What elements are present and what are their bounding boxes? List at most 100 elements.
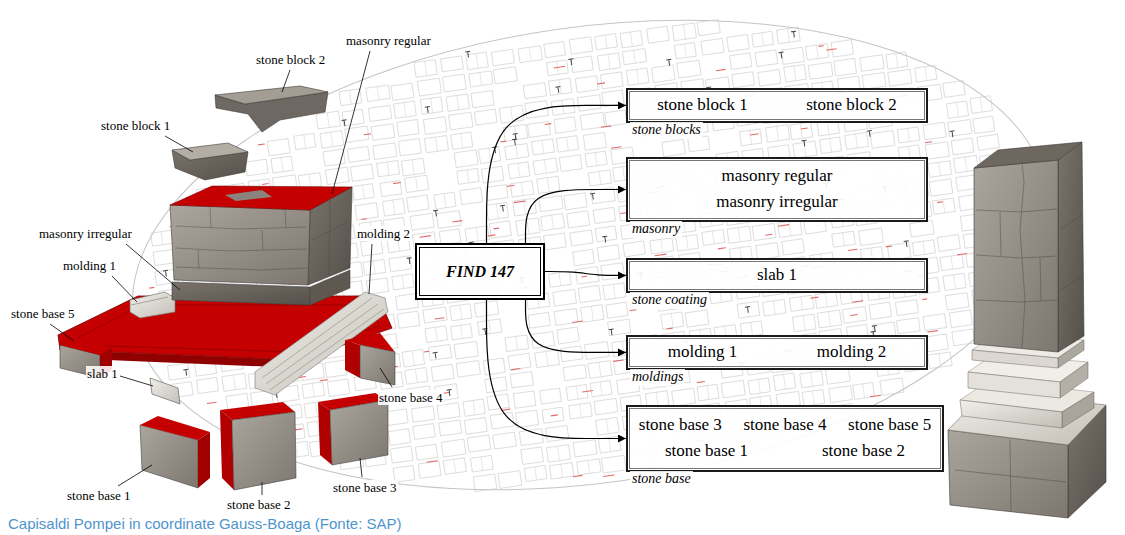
masonry-texture (312, 222, 348, 240)
map-block (425, 326, 448, 343)
map-block-division (637, 69, 639, 84)
map-block (521, 447, 544, 465)
map-block (350, 164, 373, 181)
map-block-division (956, 102, 958, 117)
map-block (454, 150, 478, 168)
survey-mark (262, 183, 268, 185)
arrow-connector (487, 300, 627, 439)
map-block (540, 388, 562, 404)
map-block (662, 139, 686, 156)
assembled-monument (955, 162, 1083, 512)
survey-mark (603, 475, 614, 477)
map-block (325, 167, 349, 184)
assembled-monument (976, 255, 1057, 258)
map-block (932, 198, 955, 214)
map-block-division (327, 113, 329, 128)
map-block (702, 229, 725, 245)
map-block-division (281, 158, 283, 172)
map-block (546, 425, 569, 441)
assembled-monument (1000, 212, 1001, 256)
map-block-division (312, 383, 314, 397)
map-block (342, 109, 364, 126)
map-block (498, 471, 522, 489)
map-block (832, 231, 856, 247)
map-block-division (523, 200, 525, 215)
map-block (508, 353, 531, 370)
survey-mark (655, 254, 667, 256)
map-block (793, 141, 817, 158)
leader-line (262, 482, 263, 495)
map-block (820, 137, 842, 153)
stone-base-4-side (345, 340, 360, 378)
map-block-division (516, 145, 518, 158)
map-block-division (454, 459, 456, 473)
map-block (339, 89, 362, 106)
map-block (952, 329, 975, 346)
masonry-front (170, 205, 310, 285)
masonry-texture (262, 230, 263, 250)
element-name: molding 1 (668, 341, 737, 364)
map-block (390, 446, 413, 463)
find-box: FIND 147 (415, 243, 545, 300)
map-block-division (801, 297, 803, 310)
leader-line (112, 276, 137, 302)
map-block (402, 349, 425, 367)
map-block-division (923, 241, 925, 254)
map-block (499, 105, 524, 123)
map-block (766, 125, 790, 142)
survey-mark (511, 369, 520, 370)
map-block (566, 385, 588, 401)
map-block (859, 228, 884, 246)
benchmark-symbol (568, 59, 574, 66)
map-block (805, 44, 829, 60)
map-block (834, 58, 857, 76)
stone-base-2-front (232, 412, 296, 490)
map-block (411, 406, 434, 422)
map-block (790, 122, 813, 140)
map-block (542, 407, 564, 423)
map-block (222, 373, 247, 391)
map-block (394, 101, 417, 118)
map-block (697, 384, 719, 401)
map-block-division (425, 61, 427, 76)
map-block (623, 241, 645, 257)
map-block (557, 327, 579, 344)
map-block (466, 52, 488, 70)
map-block (373, 143, 397, 160)
map-block (595, 34, 618, 50)
benchmark-symbol (183, 369, 189, 376)
map-block-division (457, 96, 459, 110)
stone-base-1-side (198, 432, 210, 488)
map-block (457, 168, 479, 184)
map-block (923, 314, 946, 331)
map-block-division (623, 167, 625, 180)
map-block (862, 73, 886, 90)
map-block (446, 94, 469, 111)
assembled-monument (974, 160, 1058, 352)
assembled-monument (1060, 276, 1083, 290)
map-block (781, 47, 804, 64)
map-block-division (558, 446, 560, 460)
survey-mark (778, 225, 789, 227)
part-label: stone base 5 (10, 306, 76, 321)
map-block (595, 226, 617, 242)
map-block (415, 444, 437, 460)
map-block-division (373, 261, 375, 274)
map-block-division (309, 174, 311, 187)
survey-mark (801, 127, 808, 129)
benchmark-symbol (465, 51, 471, 58)
map-block (420, 97, 442, 114)
arrow-connector (526, 190, 627, 244)
map-block-division (542, 140, 544, 153)
map-block-division (750, 130, 752, 144)
map-block (389, 256, 412, 272)
map-block (451, 324, 473, 340)
map-block-division (579, 404, 581, 417)
survey-mark (514, 201, 526, 203)
map-block-division (939, 162, 941, 175)
map-block (368, 105, 391, 121)
map-block-division (529, 47, 531, 61)
category-heading: stone base (630, 471, 693, 488)
